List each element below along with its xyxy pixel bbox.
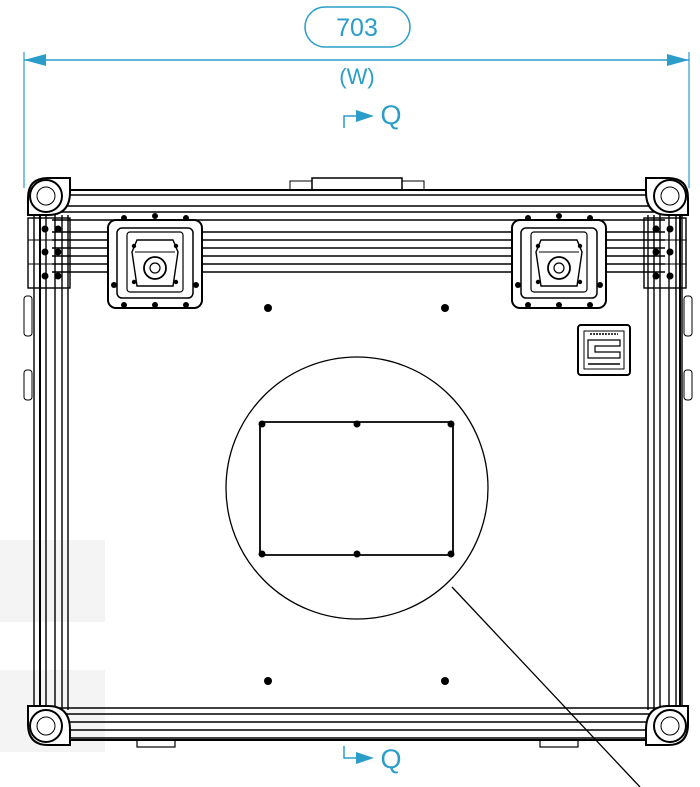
hinge-rivets: [41, 225, 674, 280]
dimension-value-box: [304, 6, 411, 48]
width-dimension: [23, 6, 690, 188]
left-hinge-bracket: [27, 217, 71, 289]
leader-line: [451, 586, 641, 787]
brand-badge: [577, 324, 631, 376]
corner-top-right: [645, 177, 689, 216]
bg-patch-1: [0, 540, 105, 622]
bottom-rail: [52, 707, 665, 739]
corner-top-left: [27, 177, 71, 216]
latch-right: [511, 219, 607, 309]
ball-corners: [27, 177, 689, 746]
section-marker-bottom-arrow: [343, 746, 374, 764]
corner-bottom-left: [27, 705, 71, 746]
dimension-value: 703: [336, 14, 378, 42]
lid-top-strip: [311, 177, 403, 191]
access-plate-screws: [258, 420, 455, 558]
foot-right: [539, 739, 579, 748]
section-marker-top-arrow: [343, 110, 374, 128]
latch-right-rivets: [515, 213, 603, 308]
section-label-top: Q: [380, 100, 401, 130]
section-label-bottom: Q: [380, 744, 401, 774]
left-rail: [33, 215, 69, 710]
dimension-label: (W): [339, 64, 374, 89]
latch-left: [107, 219, 203, 309]
foot-left: [136, 739, 176, 748]
latch-left-rivets: [111, 213, 199, 308]
dimension-arrow-right: [667, 54, 689, 66]
corner-bottom-right: [645, 705, 689, 746]
dimension-arrow-left: [24, 54, 46, 66]
access-plate: [259, 421, 454, 556]
right-hinge-bracket: [643, 217, 687, 289]
detail-circle: [225, 356, 489, 620]
panel-rivets: [264, 304, 449, 685]
right-rail: [647, 215, 683, 710]
